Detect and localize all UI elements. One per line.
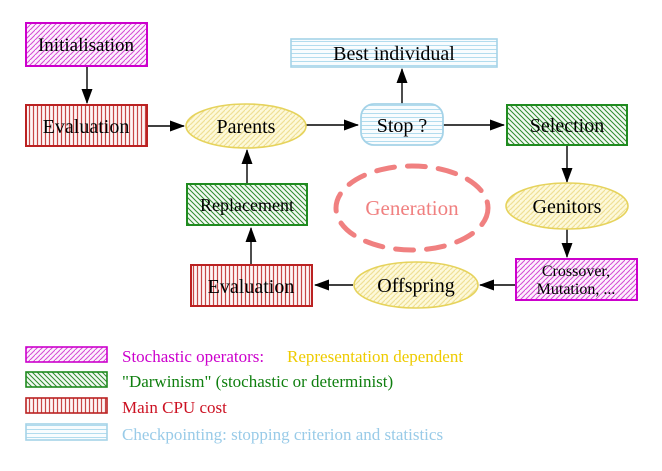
legend-row-stochastic-operators: Stochastic operators: Representation dep… bbox=[25, 346, 463, 366]
genitors-ellipse bbox=[505, 182, 629, 230]
legend-checkpointing-label: Checkpointing: stopping criterion and st… bbox=[122, 425, 443, 444]
evaluation-bottom-box bbox=[190, 264, 313, 307]
node-parents: Parents bbox=[185, 103, 307, 149]
evaluation-top-box bbox=[25, 104, 148, 147]
legend-row-darwinism: "Darwinism" (stochastic or determinist) bbox=[25, 371, 393, 391]
node-stop: Stop ? bbox=[360, 103, 444, 146]
node-evaluation-bottom: Evaluation bbox=[190, 264, 313, 307]
parents-label: Parents bbox=[217, 116, 276, 138]
legend-stochastic-operators-label: Stochastic operators: bbox=[122, 347, 264, 366]
replacement-label: Replacement bbox=[200, 195, 294, 215]
node-offspring: Offspring bbox=[353, 261, 479, 309]
node-selection: Selection bbox=[506, 104, 628, 146]
stop-box bbox=[360, 103, 444, 146]
legend: Stochastic operators: Representation dep… bbox=[25, 346, 463, 444]
legend-swatch-magenta bbox=[25, 346, 108, 363]
legend-swatch-green bbox=[25, 371, 108, 388]
node-genitors: Genitors bbox=[505, 182, 629, 230]
legend-row-cpu-cost: Main CPU cost bbox=[25, 397, 227, 417]
node-crossover-mutation: Crossover, Mutation, ... bbox=[515, 258, 638, 301]
selection-label: Selection bbox=[530, 115, 604, 137]
legend-cpu-cost-label: Main CPU cost bbox=[122, 398, 227, 417]
diagram-edges bbox=[81, 67, 573, 291]
offspring-ellipse bbox=[353, 261, 479, 309]
generation-dashed-ellipse bbox=[333, 163, 491, 253]
node-evaluation-top: Evaluation bbox=[25, 104, 148, 147]
node-best-individual: Best individual bbox=[290, 38, 498, 68]
evaluation-bottom-label: Evaluation bbox=[208, 276, 295, 298]
legend-row-checkpointing: Checkpointing: stopping criterion and st… bbox=[25, 423, 443, 444]
crossover-label-line1: Crossover, bbox=[542, 263, 610, 280]
initialisation-label: Initialisation bbox=[38, 35, 135, 56]
legend-darwinism-label: "Darwinism" (stochastic or determinist) bbox=[122, 372, 393, 391]
best-individual-box bbox=[290, 38, 498, 68]
initialisation-box bbox=[25, 22, 148, 67]
node-replacement: Replacement bbox=[186, 183, 308, 226]
parents-ellipse bbox=[185, 103, 307, 149]
genitors-label: Genitors bbox=[533, 196, 602, 218]
replacement-box bbox=[186, 183, 308, 226]
node-generation: Generation bbox=[333, 163, 491, 253]
legend-representation-dependent-label: Representation dependent bbox=[287, 347, 463, 366]
legend-swatch-red bbox=[25, 397, 108, 414]
node-initialisation: Initialisation bbox=[25, 22, 148, 67]
crossover-label-line2: Mutation, ... bbox=[537, 281, 616, 298]
best-individual-label: Best individual bbox=[333, 43, 455, 65]
selection-box bbox=[506, 104, 628, 146]
legend-swatch-cyan bbox=[25, 423, 108, 441]
generation-label: Generation bbox=[365, 196, 459, 220]
evaluation-top-label: Evaluation bbox=[43, 116, 130, 138]
stop-label: Stop ? bbox=[377, 115, 428, 137]
offspring-label: Offspring bbox=[377, 275, 454, 297]
crossover-mutation-box bbox=[515, 258, 638, 301]
